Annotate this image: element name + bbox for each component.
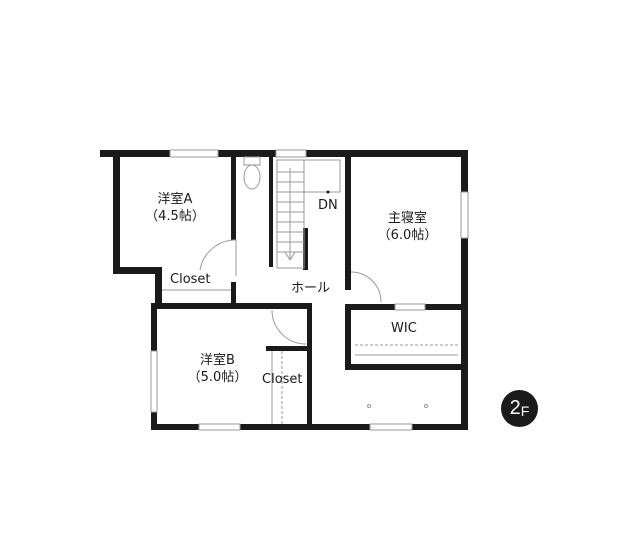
room-western-b-name: 洋室B	[200, 353, 235, 368]
stairs-dn-label: DN	[318, 198, 338, 213]
room-western-b-size: （5.0帖）	[187, 369, 248, 385]
closet-b-label: Closet	[262, 372, 303, 387]
fixtures	[150, 149, 469, 431]
room-western-a-name: 洋室A	[157, 192, 193, 207]
room-western-a-size: （4.5帖）	[145, 208, 205, 224]
room-western-a: 洋室A （4.5帖）	[140, 192, 210, 226]
floor-badge-letter: F	[520, 402, 530, 419]
room-western-b: 洋室B （5.0帖）	[180, 353, 255, 387]
wic-label: WIC	[391, 321, 417, 336]
walls	[100, 150, 468, 430]
hall-label: ホール	[291, 281, 331, 296]
floor-badge-number: 2	[509, 397, 521, 419]
room-master-bedroom-name: 主寝室	[387, 211, 427, 226]
room-master-bedroom-size: （6.0帖）	[377, 227, 438, 243]
closet-a-label: Closet	[170, 272, 211, 287]
room-master-bedroom: 主寝室 （6.0帖）	[370, 211, 445, 245]
